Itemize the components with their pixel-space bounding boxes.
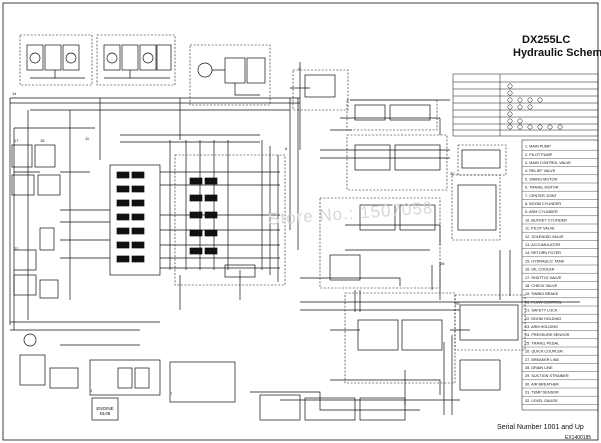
component-row-label: 2. PILOT PUMP — [525, 153, 553, 157]
svg-text:30: 30 — [450, 171, 455, 176]
component-row-label: 19. SWING BRAKE — [525, 292, 559, 296]
part-numbers: 14 4 17 18 11 22 6 26 29 30 7 1 — [12, 66, 460, 396]
component-row-label: 14. RETURN FILTER — [525, 251, 561, 255]
component-row-label: 22. BOOM HOLDING — [525, 317, 561, 321]
svg-text:17: 17 — [14, 138, 19, 143]
component-row-label: 26. QUICK COUPLER — [525, 350, 563, 354]
component-row-label: 6. TRAVEL MOTOR — [525, 186, 559, 190]
svg-text:11: 11 — [85, 136, 90, 141]
component-row-label: 30. AIR BREATHER — [525, 382, 559, 386]
option-boundaries — [19, 34, 526, 384]
svg-text:18: 18 — [40, 138, 45, 143]
engine-model: DL08 — [99, 411, 111, 416]
component-row-label: 17. SHUTTLE VALVE — [525, 276, 562, 280]
engine-text: ENGINE — [96, 406, 114, 411]
svg-text:14: 14 — [12, 91, 17, 96]
svg-text:29: 29 — [455, 301, 460, 306]
component-row-label: 7. CENTER JOINT — [525, 194, 558, 198]
right-valve-groups — [304, 74, 519, 391]
diagram-title: Hydraulic Schema — [513, 47, 601, 59]
component-row-label: 4. RELIEF VALVE — [525, 169, 556, 173]
left-actuators — [11, 144, 79, 389]
hydraulic-lines — [9, 62, 580, 415]
component-row-label: 10. BUCKET CYLINDER — [525, 218, 567, 222]
svg-text:6: 6 — [285, 146, 288, 151]
component-row-label: 18. CHECK VALVE — [525, 284, 558, 288]
component-row-label: 9. ARM CYLINDER — [525, 210, 558, 214]
component-row-label: 20. FLOW CONTROL — [525, 300, 562, 304]
component-list-table — [521, 139, 599, 411]
model-title: DX255LC — [522, 34, 571, 46]
serial-number: Serial Number 1001 and Up — [497, 424, 584, 431]
component-row-label: 28. DRAIN LINE — [525, 366, 553, 370]
component-row-label: 5. SWING MOTOR — [525, 177, 557, 181]
legend-symbols — [507, 83, 563, 130]
travel-motor-left — [26, 44, 85, 79]
engine-label: ENGINE DL08 — [95, 406, 115, 416]
component-row-label: 12. SOLENOID VALVE — [525, 235, 564, 239]
component-row-label: 32. LEVEL GAUGE — [525, 399, 558, 403]
component-row-label: 25. TRAVEL PEDAL — [525, 341, 559, 345]
component-row-label: 8. BOOM CYLINDER — [525, 202, 561, 206]
component-row-label: 23. ARM HOLDING — [525, 325, 558, 329]
component-row-label: 27. BREAKER LINE — [525, 358, 559, 362]
component-row-label: 11. PILOT VALVE — [525, 227, 555, 231]
component-row-label: 29. SUCTION STRAINER — [525, 374, 569, 378]
component-row-label: 1. MAIN PUMP — [525, 145, 551, 149]
svg-text:22: 22 — [14, 246, 19, 251]
component-row-label: 13. ACCUMULATOR — [525, 243, 560, 247]
pump-cluster — [89, 359, 406, 421]
component-row-label: 21. SAFETY LOCK — [525, 309, 558, 313]
option-legend-table — [452, 73, 599, 137]
swing-motor-block — [197, 57, 266, 96]
component-row-label: 3. MAIN CONTROL VALVE — [525, 161, 571, 165]
svg-text:4: 4 — [298, 66, 301, 71]
component-row-label: 31. TEMP SENSOR — [525, 391, 559, 395]
component-row-label: 16. OIL COOLER — [525, 268, 555, 272]
component-row-label: 24. PRESSURE SENSOR — [525, 333, 570, 337]
svg-text:7: 7 — [170, 391, 173, 396]
svg-text:1: 1 — [90, 388, 93, 393]
component-list-rows: 1. MAIN PUMP 2. PILOT PUMP 3. MAIN CONTROL… — [522, 145, 598, 405]
svg-text:26: 26 — [440, 261, 445, 266]
travel-motor-right — [103, 44, 172, 79]
main-control-valve — [109, 164, 256, 278]
component-row-label: 15. HYDRAULIC TANK — [525, 259, 565, 263]
drawing-number: EX1400185 — [565, 435, 592, 441]
